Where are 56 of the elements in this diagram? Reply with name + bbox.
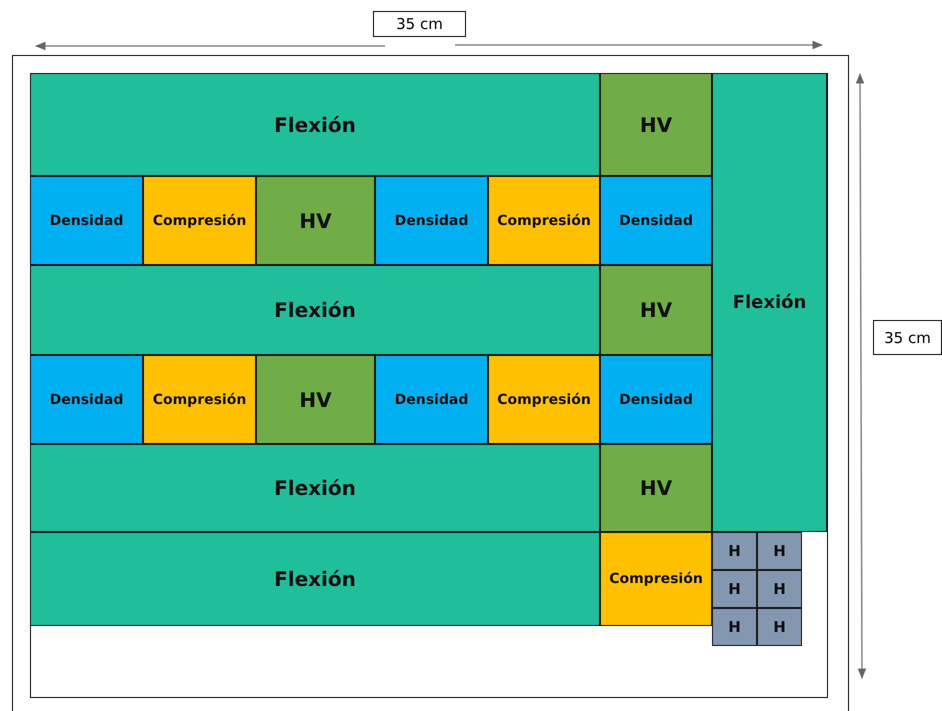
sample-label: Flexión: [732, 292, 806, 313]
sample-label: Flexión: [274, 298, 356, 322]
h-sample: [712, 532, 757, 570]
flexion-sample: [30, 444, 600, 532]
hv-sample: [256, 176, 375, 265]
hv-sample: [600, 265, 712, 355]
dimension-label: 35 cm: [373, 11, 466, 37]
sample-label: Compresión: [609, 571, 703, 587]
sample-label: Compresión: [152, 392, 246, 408]
h-sample: [757, 570, 802, 608]
sample-label: H: [728, 618, 741, 636]
sample-label: Compresión: [497, 392, 591, 408]
sample-label: HV: [640, 476, 672, 500]
sample-label: Densidad: [50, 392, 124, 408]
sample-label: H: [773, 618, 786, 636]
flexion-sample: [30, 532, 600, 626]
hv-sample: [256, 355, 375, 444]
h-sample: [712, 608, 757, 646]
sample-label: Compresión: [497, 212, 591, 228]
sample-label: Densidad: [394, 212, 468, 228]
sample-label: HV: [299, 208, 332, 232]
sample-label: HV: [640, 298, 672, 322]
sample-label: Densidad: [50, 212, 124, 228]
density-sample: [600, 176, 712, 265]
compression-sample: [488, 176, 600, 265]
sample-label: HV: [640, 112, 672, 136]
sample-label: Compresión: [152, 212, 246, 228]
sample-label: Flexión: [274, 567, 356, 591]
flexion-sample: [712, 73, 827, 532]
density-sample: [30, 355, 143, 444]
compression-sample: [143, 355, 256, 444]
dimension-label: 35 cm: [873, 320, 942, 355]
hv-sample: [600, 73, 712, 176]
sample-label: H: [773, 542, 786, 560]
density-sample: [30, 176, 143, 265]
sample-label: Flexión: [274, 112, 356, 136]
compression-sample: [143, 176, 256, 265]
sample-label: Densidad: [619, 212, 693, 228]
sample-label: H: [728, 580, 741, 598]
sample-label: Flexión: [274, 476, 356, 500]
hv-sample: [600, 444, 712, 532]
compression-sample: [488, 355, 600, 444]
density-sample: [375, 355, 488, 444]
h-sample: [757, 608, 802, 646]
density-sample: [375, 176, 488, 265]
sample-label: H: [728, 542, 741, 560]
sample-label: Densidad: [619, 392, 693, 408]
flexion-sample: [30, 265, 600, 355]
sample-label: H: [773, 580, 786, 598]
sample-label: HV: [299, 388, 332, 412]
compression-sample: [600, 532, 712, 626]
density-sample: [600, 355, 712, 444]
flexion-sample: [30, 73, 600, 176]
h-sample: [712, 570, 757, 608]
h-sample: [757, 532, 802, 570]
sample-label: Densidad: [394, 392, 468, 408]
